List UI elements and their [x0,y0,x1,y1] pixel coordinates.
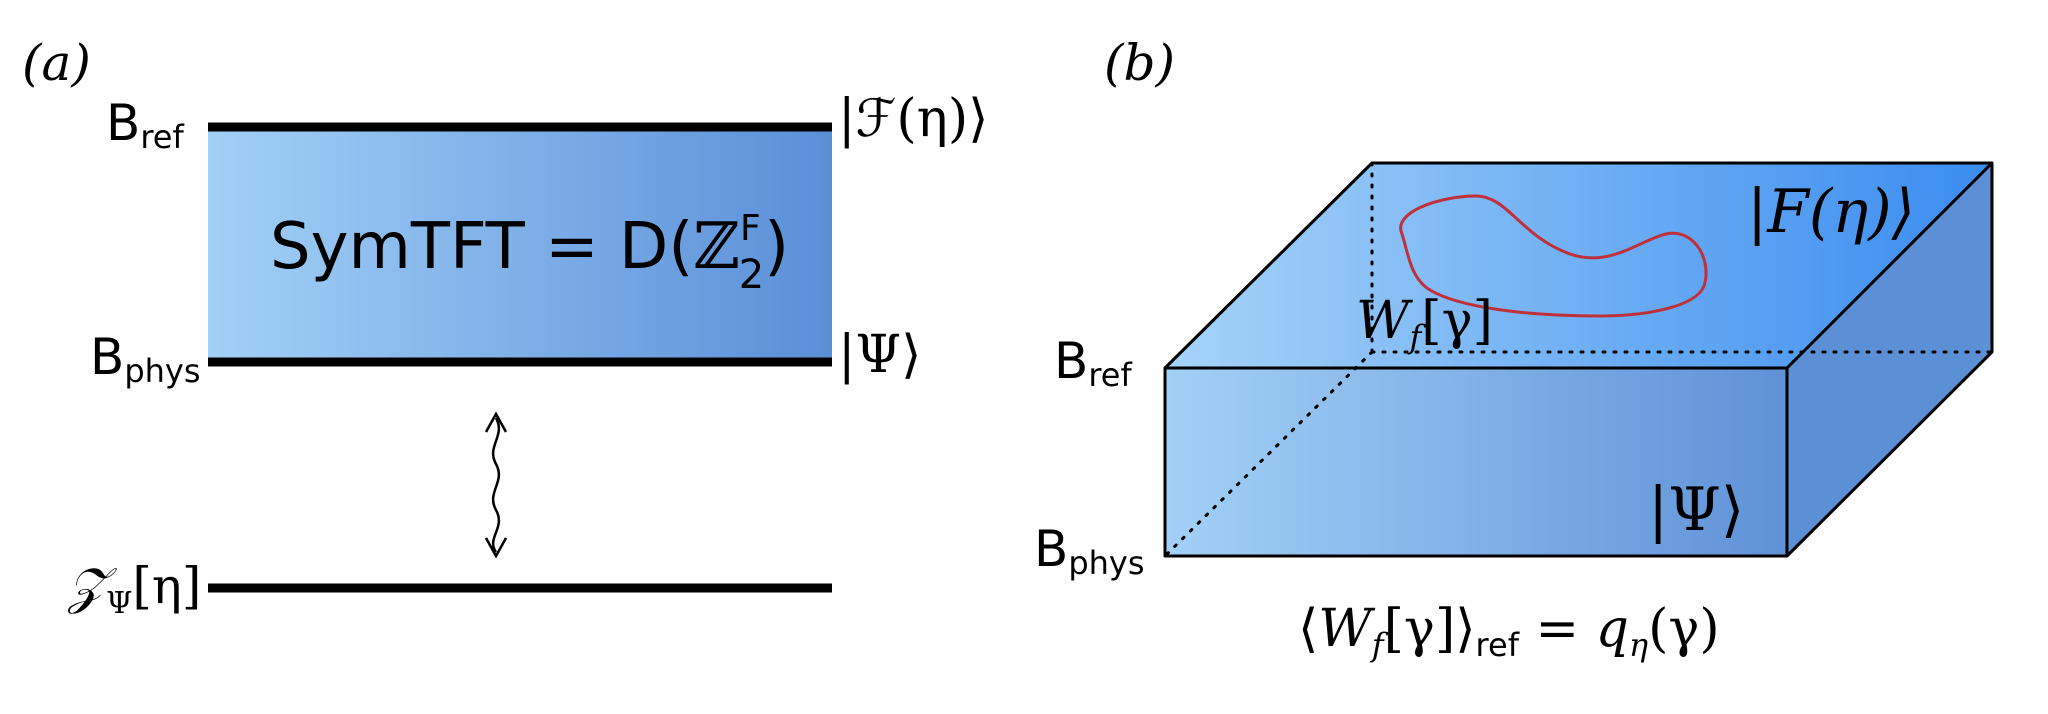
hidden-edges [1163,161,1994,558]
state-front-b: |Ψ⟩ [1648,475,1744,545]
b-ref-label-a: Bref [106,94,184,156]
box-side-face [1787,163,1992,556]
state-bottom-a: |Ψ⟩ [838,325,921,385]
duality-arrow [484,411,508,559]
state-top-b: |F(η)⟩ [1747,177,1915,247]
panel-b-label: (b) [1104,34,1175,92]
b-phys-label-a: Bphys [90,328,201,390]
panel-b: (b) |F(η)⟩ Wf[γ] Bref Bphys |Ψ⟩ [1034,34,1994,664]
symtft-slab [208,127,832,362]
b-ref-label-b: Bref [1054,332,1132,394]
partition-function-label: 𝒵Ψ[η] [67,557,201,621]
wilson-loop [1399,194,1708,318]
b-phys-label-b: Bphys [1034,520,1145,582]
wilson-loop-label: Wf[γ] [1356,291,1493,356]
box-edges [1163,161,1994,558]
panel-a-label: (a) [22,34,91,92]
wilson-expectation-equation: ⟨Wf[γ]⟩ref = qη(γ) [1298,599,1720,664]
box-front-face [1165,368,1787,556]
state-top-a: |ℱ(η)⟩ [838,89,988,149]
